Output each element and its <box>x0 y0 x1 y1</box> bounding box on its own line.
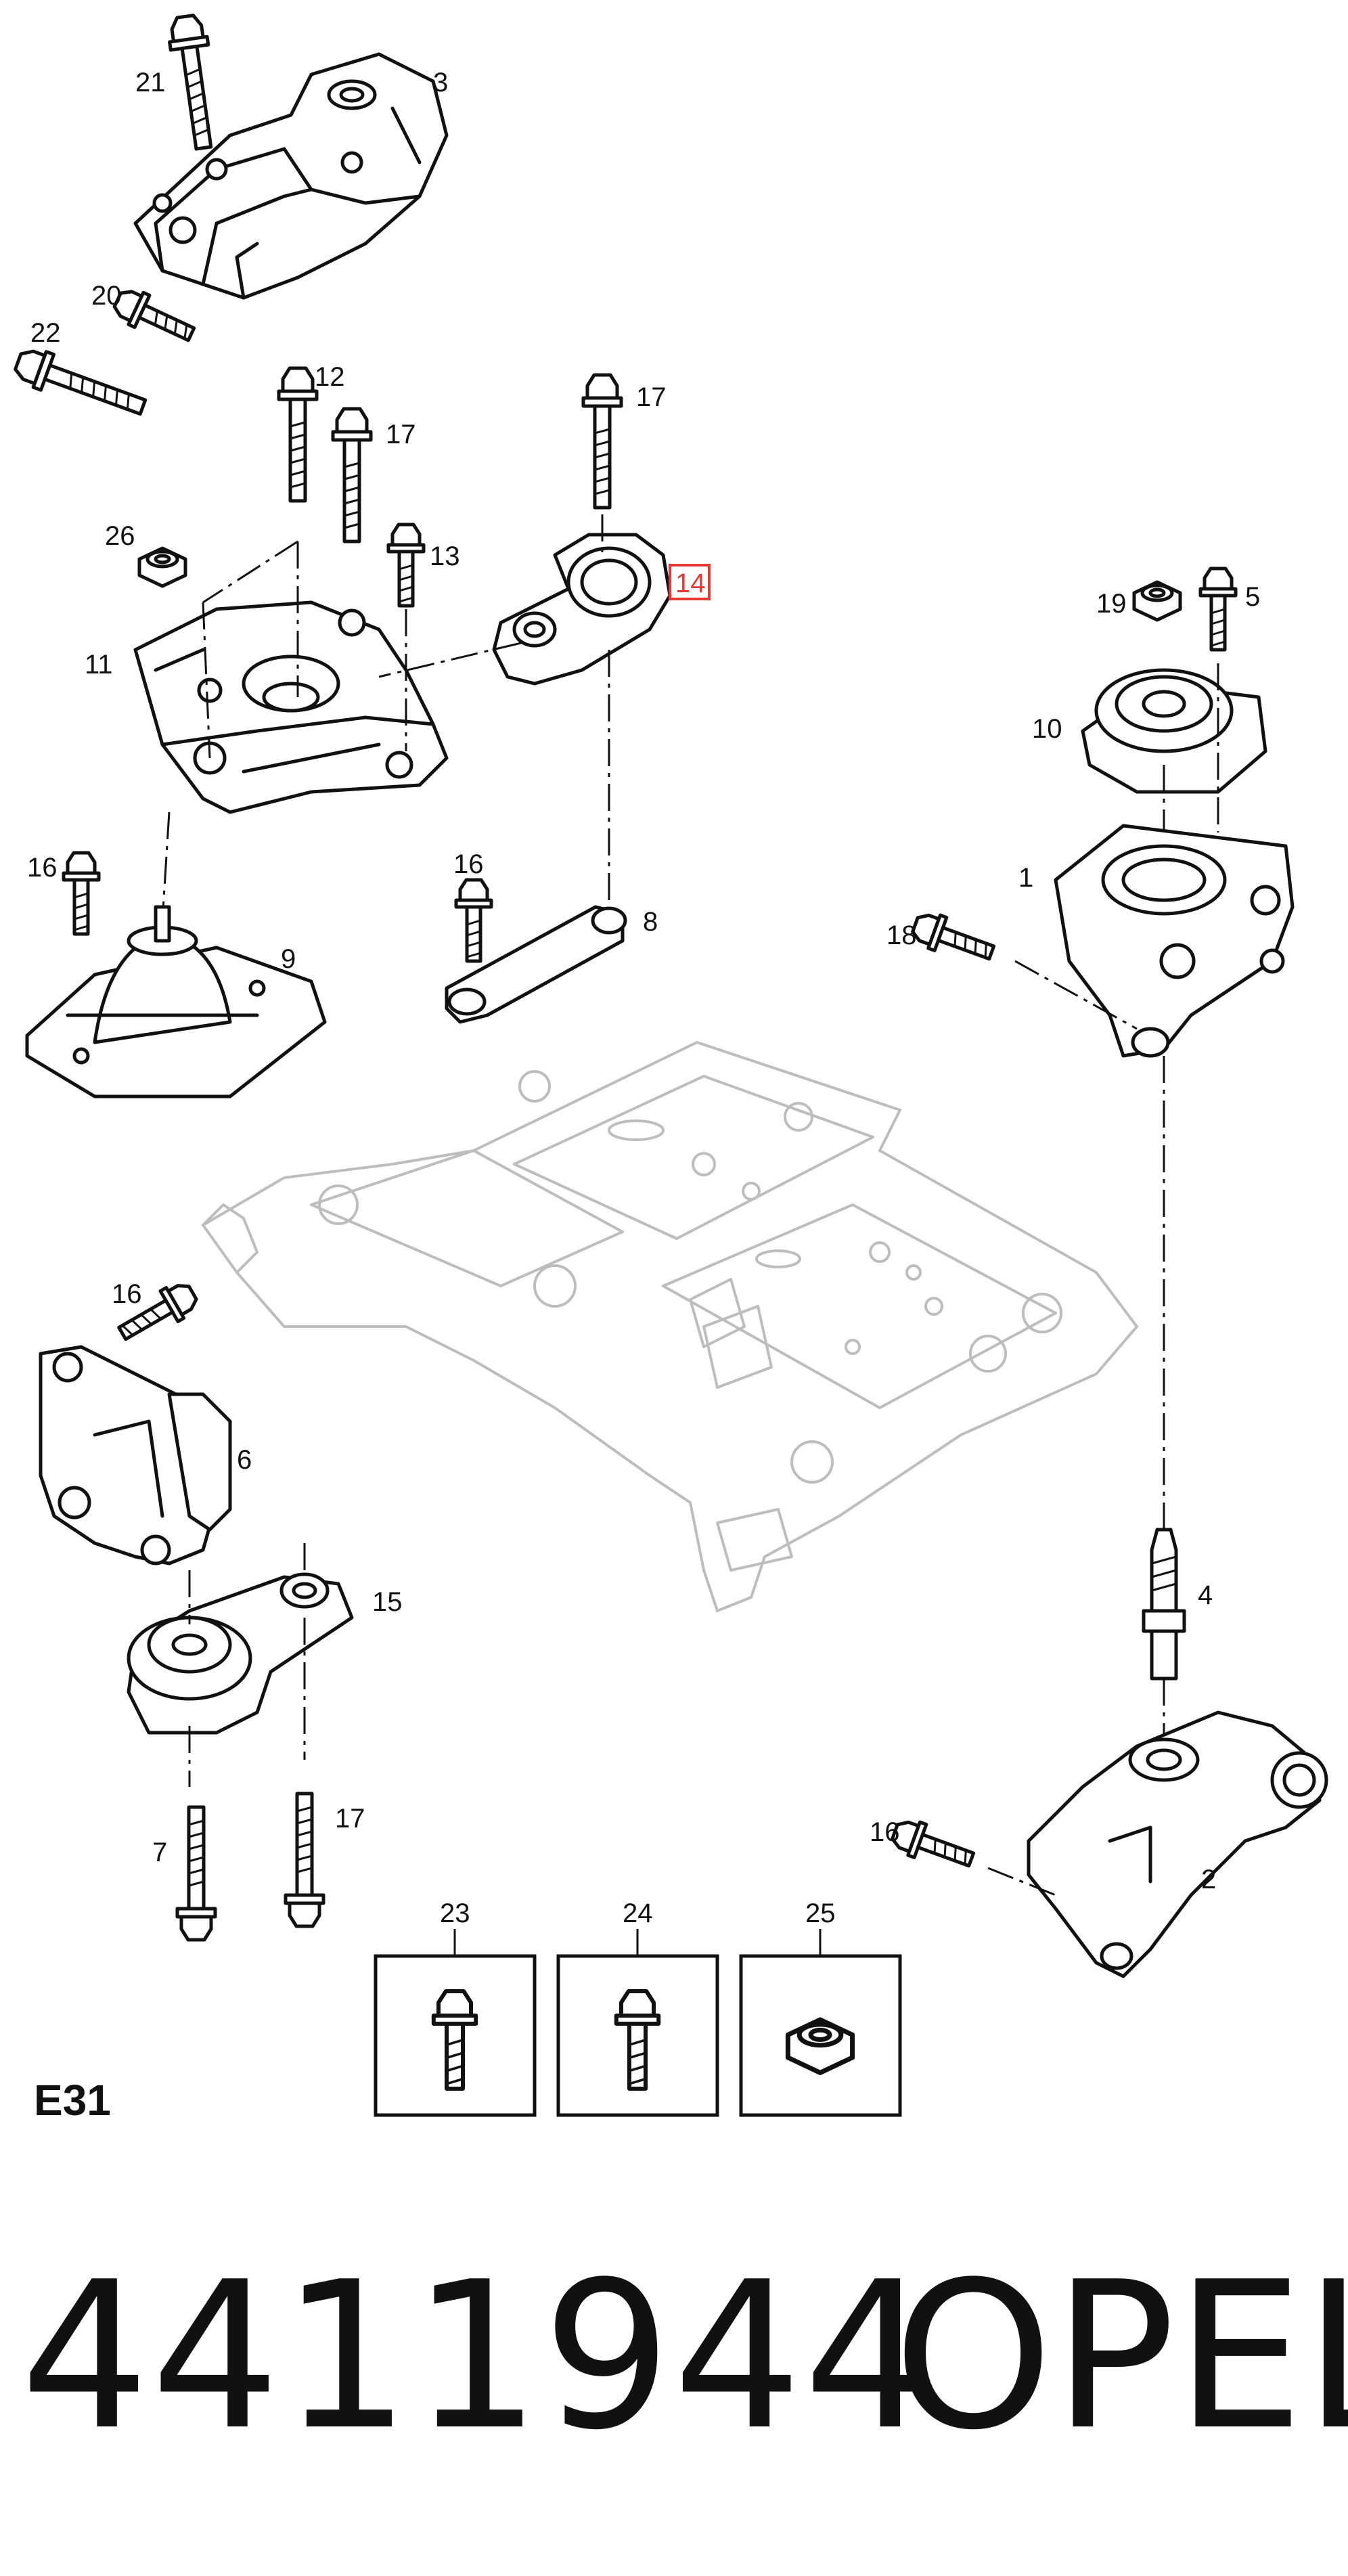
callout-24: 24 <box>623 1898 653 1928</box>
callout-10: 10 <box>1032 714 1062 744</box>
callout-8: 8 <box>643 907 658 937</box>
bolt-icon <box>456 880 491 961</box>
bolt-icon <box>583 375 621 508</box>
bolt-icon <box>909 908 998 969</box>
sheet-code: E31 <box>34 2076 111 2125</box>
callout-17b: 17 <box>636 382 667 412</box>
callout-19: 19 <box>1096 589 1127 619</box>
callout-26: 26 <box>105 521 135 551</box>
part-2-bracket <box>1027 1710 1328 1978</box>
callout-16a: 16 <box>27 853 58 883</box>
part-8-link <box>445 905 627 1024</box>
bolt-icon <box>333 409 371 541</box>
callout-25: 25 <box>805 1898 836 1928</box>
callout-16b: 16 <box>453 849 484 879</box>
nut-icon <box>139 548 185 586</box>
bolt-icon <box>388 525 424 606</box>
bolt-icon <box>889 1815 978 1876</box>
callout-2: 2 <box>1201 1865 1216 1894</box>
callout-16c: 16 <box>112 1279 142 1309</box>
callout-4: 4 <box>1198 1580 1213 1610</box>
part-6-bracket <box>39 1345 232 1565</box>
part-15-mount <box>127 1572 354 1735</box>
callout-12: 12 <box>315 362 345 392</box>
box-25 <box>739 1929 902 2117</box>
bolt-icon <box>166 14 223 151</box>
callout-5: 5 <box>1245 582 1260 612</box>
subframe-icon <box>201 1040 1139 1613</box>
part-4-stud <box>1142 1528 1186 1681</box>
callout-15: 15 <box>372 1587 403 1617</box>
bolt-icon <box>12 344 149 425</box>
part-10-mount <box>1081 668 1267 794</box>
part-3-bracket <box>133 52 449 300</box>
callout-13: 13 <box>430 541 460 571</box>
callout-17c: 17 <box>335 1804 365 1834</box>
part-14-torque-rod-mount <box>492 533 672 686</box>
box-24 <box>556 1929 719 2117</box>
callout-3: 3 <box>433 68 448 97</box>
part-11-mount-plate <box>133 600 449 814</box>
bolt-icon <box>279 368 317 501</box>
callout-14: 14 <box>675 569 706 598</box>
callout-20: 20 <box>91 281 122 311</box>
callout-11: 11 <box>85 650 113 680</box>
callout-6: 6 <box>237 1445 252 1475</box>
part-9-mount <box>25 905 327 1098</box>
callout-23: 23 <box>440 1898 470 1928</box>
box-23 <box>374 1929 537 2117</box>
callout-21: 21 <box>135 68 166 97</box>
bolt-icon <box>177 1807 215 1940</box>
bolt-icon <box>110 284 199 351</box>
bolt-icon <box>64 853 99 934</box>
nut-icon <box>1134 582 1180 620</box>
part-number: 4411944 <box>20 2238 934 2474</box>
part-1-bracket <box>1054 824 1295 1058</box>
callout-17a: 17 <box>386 420 416 449</box>
callout-9: 9 <box>281 944 296 974</box>
callout-16d: 16 <box>870 1817 900 1847</box>
callout-14-highlight[interactable]: 14 <box>669 564 711 600</box>
callout-22: 22 <box>30 318 61 348</box>
brand-name: OPEL <box>893 2238 1348 2474</box>
callout-7: 7 <box>152 1838 167 1867</box>
callout-18: 18 <box>886 920 917 950</box>
callout-1: 1 <box>1018 863 1033 893</box>
bolt-icon <box>286 1794 323 1926</box>
bolt-icon <box>1200 569 1236 650</box>
